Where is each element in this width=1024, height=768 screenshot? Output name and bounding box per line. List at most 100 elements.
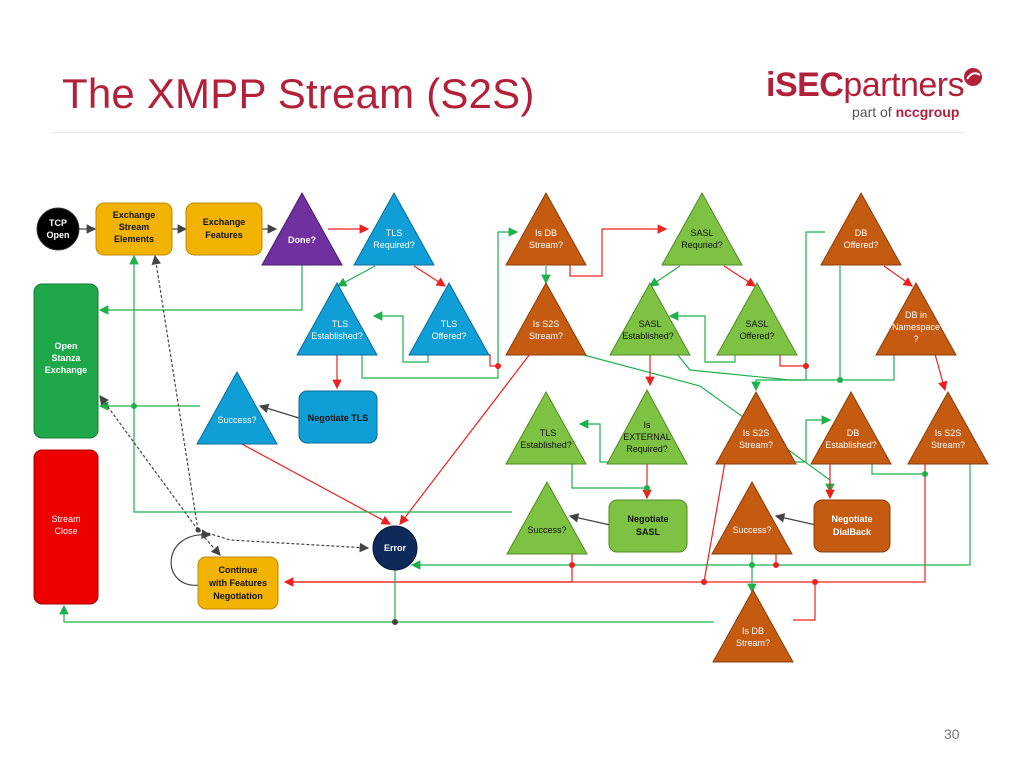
edge-continue-dotted-open — [99, 395, 199, 531]
edge-negotiate-db-to-success — [774, 513, 817, 526]
junction-dot — [644, 485, 650, 491]
svg-text:Open: Open — [46, 230, 69, 240]
edge-continue-dotted-exchange — [151, 254, 199, 531]
title-divider — [52, 132, 964, 133]
node-stream-close: Stream Close — [33, 449, 99, 605]
node-tls-offered: TLS Offered? — [408, 281, 490, 356]
svg-text:Offered?: Offered? — [844, 240, 879, 250]
node-db-in-namespace: DB in Namespace ? — [875, 281, 957, 356]
svg-text:Negotiate TLS: Negotiate TLS — [308, 413, 369, 423]
svg-text:Exchange: Exchange — [113, 210, 156, 220]
svg-text:Features: Features — [205, 230, 243, 240]
svg-text:TLS: TLS — [540, 428, 557, 438]
isec-partners-logo: iSECpartners part of nccgroup — [766, 66, 986, 126]
junction-dot — [812, 579, 818, 585]
logo-tagline: part of nccgroup — [852, 104, 960, 120]
node-continue-features: Continue with Features Negotiation — [197, 556, 279, 610]
svg-text:Established?: Established? — [622, 331, 674, 341]
svg-text:SASL: SASL — [638, 319, 661, 329]
edge-dbinns-to-iss2s-right — [934, 353, 948, 392]
svg-text:DB: DB — [855, 228, 868, 238]
svg-text:DB: DB — [847, 428, 860, 438]
svg-text:SASL: SASL — [690, 228, 713, 238]
edge-negotiate-to-success — [258, 403, 300, 419]
svg-text:TLS: TLS — [332, 319, 349, 329]
node-negotiate-sasl: Negotiate SASL — [608, 499, 688, 553]
svg-text:Required?: Required? — [373, 240, 415, 250]
svg-text:Required?: Required? — [626, 444, 668, 454]
svg-text:Established?: Established? — [825, 440, 877, 450]
junction-dot — [803, 363, 809, 369]
node-is-s2s-stream-left: Is S2S Stream? — [505, 281, 587, 356]
svg-text:Stream?: Stream? — [529, 240, 563, 250]
edge-iss2s-to-dbest — [579, 353, 835, 494]
node-success-sasl: Success? — [506, 480, 588, 555]
svg-text:Is S2S: Is S2S — [743, 428, 770, 438]
node-is-s2s-stream-right: Is S2S Stream? — [907, 390, 989, 465]
node-tls-required: TLS Required? — [353, 191, 435, 266]
node-error: Error — [372, 525, 418, 571]
svg-text:Success?: Success? — [527, 525, 566, 535]
svg-text:Namespace: Namespace — [892, 322, 940, 332]
svg-text:Stream?: Stream? — [736, 638, 770, 648]
junction-dot — [837, 377, 843, 383]
svg-text:Is DB: Is DB — [742, 626, 764, 636]
edge-tlsest-to-isdb — [361, 227, 519, 379]
junction-dot — [922, 471, 928, 477]
edge-sasloff-to-dboff — [779, 354, 806, 367]
junction-dot — [749, 562, 755, 568]
svg-text:TLS: TLS — [386, 228, 403, 238]
node-tcp-open: TCP Open — [36, 207, 80, 251]
node-negotiate-tls: Negotiate TLS — [298, 390, 378, 444]
svg-text:TLS: TLS — [441, 319, 458, 329]
svg-text:Established?: Established? — [311, 331, 363, 341]
edges — [59, 224, 971, 623]
node-done: Done? — [261, 191, 343, 266]
edge-dbinns-to-iss2s-mid — [840, 354, 895, 381]
edge-dboff-to-iss2s-mid — [751, 266, 841, 392]
node-success-db: Success? — [711, 480, 793, 555]
svg-text:Exchange: Exchange — [203, 217, 246, 227]
node-sasl-offered: SASL Offered? — [716, 281, 798, 356]
svg-text:DB in: DB in — [905, 310, 927, 320]
svg-text:?: ? — [913, 334, 918, 344]
edge-sasloff-to-saslest — [668, 311, 736, 363]
svg-text:Stream?: Stream? — [931, 440, 965, 450]
edge-sasl-success-to-continue — [283, 552, 573, 587]
node-is-external-required: Is EXTERNAL Required? — [606, 388, 688, 465]
junction-dot — [495, 363, 501, 369]
edge-tlsest2-to-negotiate-sasl — [571, 462, 647, 489]
node-db-offered: DB Offered? — [820, 191, 902, 266]
node-tls-established-sasl: TLS Established? — [505, 390, 587, 465]
node-open-stanza-exchange: Open Stanza Exchange — [33, 283, 99, 439]
svg-text:Continue: Continue — [219, 565, 258, 575]
svg-text:Offered?: Offered? — [432, 331, 467, 341]
junction-dots — [131, 363, 928, 625]
svg-text:Error: Error — [384, 543, 407, 553]
edge-tls-success-to-error — [239, 442, 392, 525]
svg-text:with Features: with Features — [208, 578, 267, 588]
svg-text:Negotiation: Negotiation — [213, 591, 263, 601]
svg-text:Close: Close — [54, 526, 77, 536]
node-is-s2s-stream-mid: Is S2S Stream? — [715, 390, 797, 465]
junction-dot — [569, 562, 575, 568]
edge-open-loop-to-exchange — [133, 406, 512, 513]
svg-text:Is: Is — [643, 420, 651, 430]
svg-text:Stream: Stream — [119, 222, 150, 232]
svg-text:Open: Open — [54, 341, 77, 351]
edge-tlsreq-to-tlsest — [336, 265, 376, 287]
svg-text:Requried?: Requried? — [681, 240, 723, 250]
edge-iss2s-right-to-continue-green — [410, 462, 971, 570]
node-negotiate-dialback: Negotiate DialBack — [813, 499, 891, 553]
svg-text:TCP: TCP — [49, 218, 67, 228]
svg-text:Exchange: Exchange — [45, 365, 88, 375]
edge-isdb-to-saslreq — [569, 224, 668, 277]
edge-iss2s-to-error — [399, 353, 531, 525]
logo-wordmark: iSECpartners — [766, 66, 965, 104]
edge-error-to-close — [59, 570, 396, 623]
edge-continue-self-loop — [170, 529, 212, 586]
svg-text:Offered?: Offered? — [740, 331, 775, 341]
junction-dot — [392, 619, 398, 625]
node-sasl-required: SASL Requried? — [661, 191, 743, 266]
